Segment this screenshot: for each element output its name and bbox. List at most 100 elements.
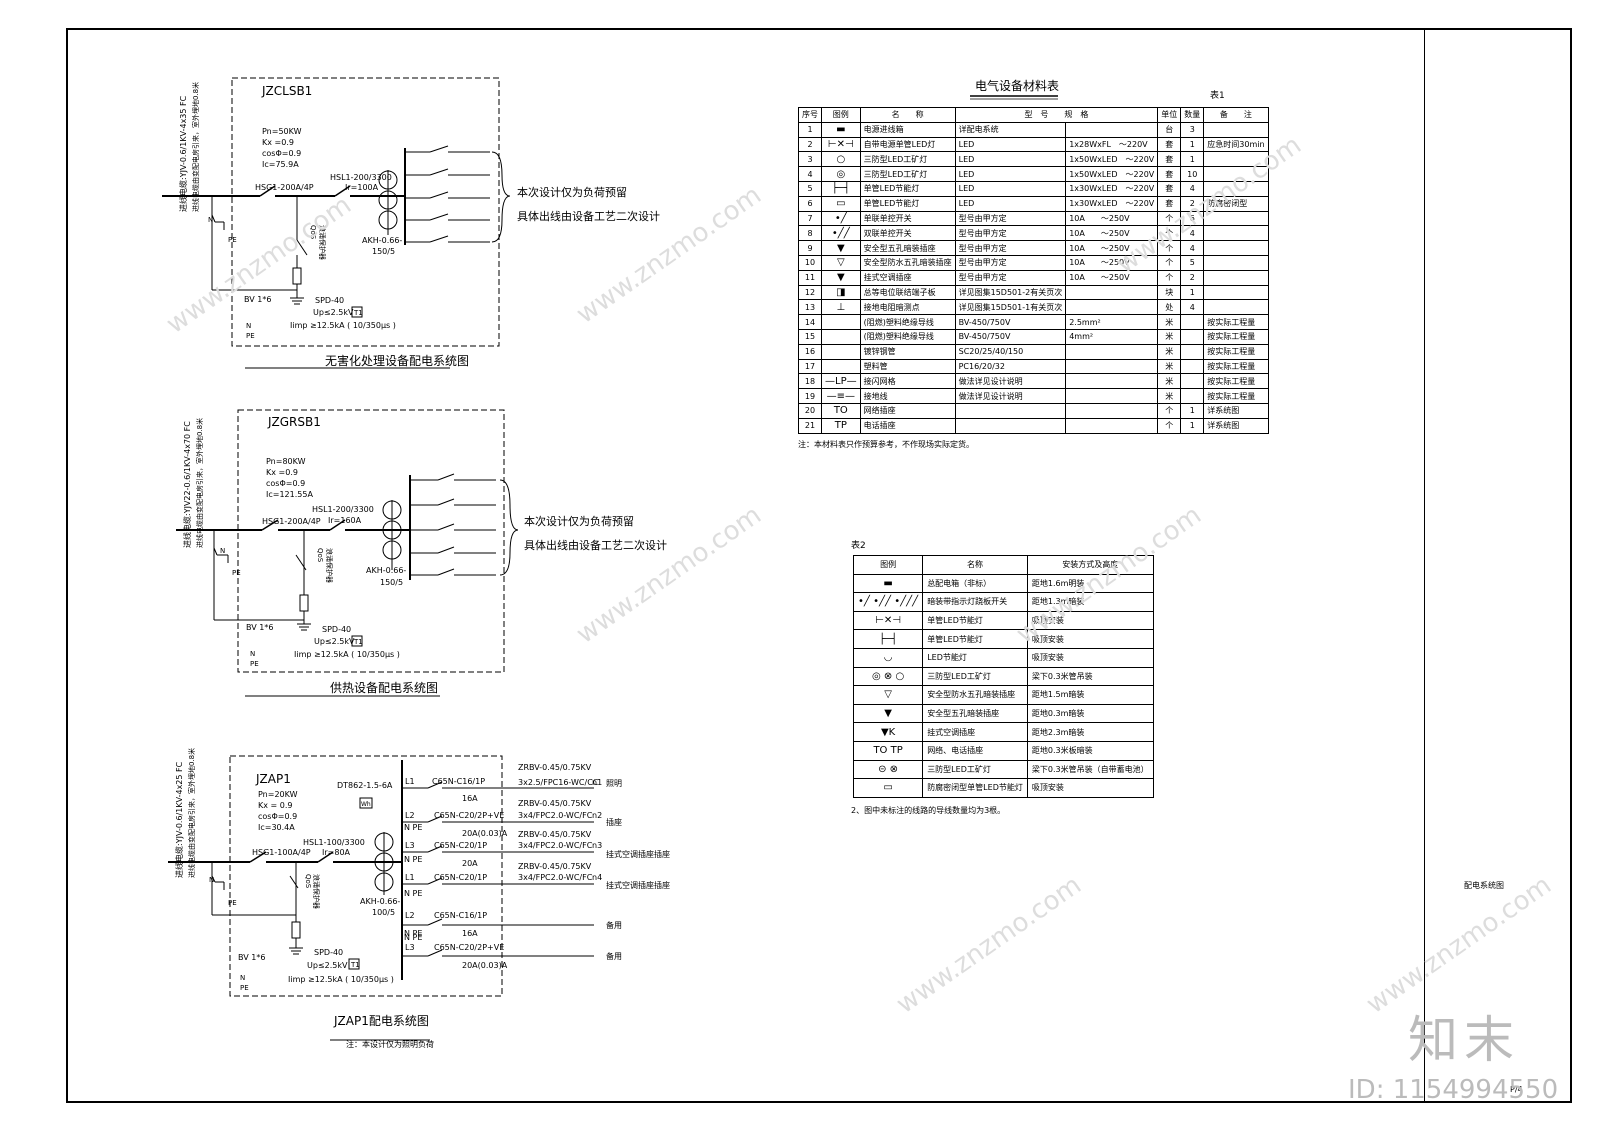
panel2-spd-label: QoS <box>316 548 324 563</box>
table1-cell-no: 18 <box>798 373 822 390</box>
table1-cell-model: 做法详见设计说明 <box>954 373 1067 390</box>
table1-cell-name: 挂式空调插座 <box>859 269 956 286</box>
panel2-note-line1: 本次设计仅为负荷预留 <box>524 514 634 528</box>
panel3-main-switch: HSG1-100A/4P <box>252 848 311 857</box>
table-row: ├─┤单管LED节能灯吸顶安装 <box>852 629 1154 649</box>
panel2-incoming-note: 进线电缆由变配电房引来，室外埋地0.8米 <box>195 418 204 548</box>
table1-cell-spec: 10A ～250V <box>1065 269 1159 286</box>
table1-cell-spec: 10A ～250V <box>1065 225 1159 242</box>
table1-cell-name: 塑料管 <box>859 358 956 375</box>
table1-tag: 表1 <box>1210 91 1225 101</box>
panel3-spd: SPD-40 <box>314 948 343 957</box>
table2-col-symbol: 图例 <box>852 555 924 575</box>
panel2-schematic <box>176 409 519 697</box>
table-row: 18—LP—接闪网格做法详见设计说明米按实际工程量 <box>798 373 1269 390</box>
table2-cell-install: 距地1.5m暗装 <box>1026 685 1154 705</box>
table1-cell-model: SC20/25/40/150 <box>954 343 1067 360</box>
table1-cell-model: 型号由甲方定 <box>954 225 1067 242</box>
table1-cell-name: (阻燃)塑料绝缘导线 <box>859 328 956 345</box>
table1-cell-remark <box>1203 299 1269 316</box>
panel1-ct: AKH-0.66- <box>362 236 402 245</box>
table1-cell-name: 网络插座 <box>859 402 956 419</box>
table1-cell-symbol: ⊥ <box>821 299 861 316</box>
table-row: 19—≡—接地线做法详见设计说明米按实际工程量 <box>798 388 1269 404</box>
panel3-cos: cosΦ=0.9 <box>258 812 297 821</box>
panel2-iimp: Iimp ≥12.5kA ( 10/350μs ) <box>294 650 400 659</box>
table1-cell-unit: 米 <box>1157 328 1182 345</box>
table1-cell-name: 单联单控开关 <box>859 210 956 227</box>
panel1-cos: cosΦ=0.9 <box>262 149 301 158</box>
panel3-spd-desc: 浪涌保护器 <box>312 874 321 909</box>
panel1-pe: PE <box>246 332 255 340</box>
panel3-footnote: 注：本设计仅为照明负荷 <box>346 1039 434 1049</box>
panel2-main-switch: HSG1-200A/4P <box>262 517 321 526</box>
table1-cell-spec <box>1065 417 1159 434</box>
panel1-ir: Ir=100A <box>345 183 379 192</box>
circuit-1-use: 照明 <box>606 779 622 788</box>
table1-cell-symbol: ○ <box>821 151 861 168</box>
panel1-ic: Ic=75.9A <box>262 160 299 169</box>
circuit-4-phase: L1 <box>405 873 415 882</box>
table1-cell-no: 4 <box>798 166 822 182</box>
sidebar-page: P/4 <box>1510 1085 1523 1094</box>
table1-cell-spec <box>1065 388 1159 404</box>
table-row: ▽安全型防水五孔暗装插座距地1.5m暗装 <box>852 685 1154 705</box>
table1-cell-model: LED <box>954 195 1067 212</box>
table1-cell-name: 自带电源单管LED灯 <box>859 136 956 153</box>
circuit-5-rating: 16A <box>462 929 478 938</box>
table1-cell-no: 11 <box>798 269 822 286</box>
table1-cell-unit: 米 <box>1157 358 1182 375</box>
panel3-pe-label: PE <box>228 899 237 907</box>
table1-col-name: 名 称 <box>859 107 956 123</box>
table2-cell-name: 总配电箱（非标） <box>922 573 1028 594</box>
panel1-incoming-cable: 进线电缆:YJV-0.6/1KV-4x35 FC <box>178 95 188 212</box>
panel3-up-box-text: T1 <box>350 961 360 969</box>
table1-cell-spec <box>1065 284 1159 301</box>
table-row: ◎ ⊗ ○三防型LED工矿灯梁下0.3米管吊装 <box>852 666 1154 687</box>
table1-cell-no: 14 <box>798 314 822 330</box>
table2-col-install: 安装方式及高度 <box>1026 555 1154 575</box>
table1-cell-no: 8 <box>798 225 822 242</box>
table2-cell-symbol: ├─┤ <box>852 629 924 649</box>
table1-cell-name: 三防型LED工矿灯 <box>859 166 956 182</box>
panel1-title: 无害化处理设备配电系统图 <box>325 353 469 368</box>
table1-cell-unit: 套 <box>1157 136 1182 153</box>
table2-cell-name: LED节能灯 <box>922 647 1028 668</box>
table2-cell-symbol: ▭ <box>852 778 924 798</box>
table1-col-unit: 单位 <box>1157 107 1182 123</box>
table2-cell-symbol: ▬ <box>852 573 924 594</box>
table1-cell-symbol: ▼ <box>821 240 861 256</box>
table1-cell-model: LED <box>954 180 1067 197</box>
table2-cell-name: 防腐密闭型单管LED节能灯 <box>922 778 1028 798</box>
table1-col-symbol: 图例 <box>821 107 861 123</box>
panel2-enclosure <box>237 409 505 673</box>
table1-cell-model <box>954 417 1067 434</box>
table2-cell-name: 单管LED节能灯 <box>922 610 1028 631</box>
panel3-schematic <box>168 755 594 1041</box>
panel2-kx: Kx =0.9 <box>266 468 298 477</box>
table1-cell-unit: 个 <box>1157 269 1182 286</box>
table1-cell-model: LED <box>954 166 1067 182</box>
panel1-kx: Kx =0.9 <box>262 138 294 147</box>
table2-cell-name: 安全型防水五孔暗装插座 <box>922 685 1028 705</box>
table1-cell-remark <box>1203 240 1269 256</box>
panel1-up-box <box>351 306 363 318</box>
table1-cell-spec: 1x50WxLED ～220V <box>1065 166 1159 182</box>
panel2-ic: Ic=121.55A <box>266 490 313 499</box>
table2-cell-install: 距地1.3m暗装 <box>1026 592 1154 612</box>
table1-cell-name: 电源进线箱 <box>859 121 956 138</box>
table1-cell-remark: 按实际工程量 <box>1203 358 1269 375</box>
table1-cell-no: 6 <box>798 195 822 212</box>
table2-cell-symbol: ◡ <box>852 647 924 668</box>
circuit-2-rating: 20A(0.03)A <box>462 829 508 838</box>
table1-cell-name: 接闪网格 <box>859 373 956 390</box>
table1-col-remark: 备 注 <box>1203 107 1269 123</box>
